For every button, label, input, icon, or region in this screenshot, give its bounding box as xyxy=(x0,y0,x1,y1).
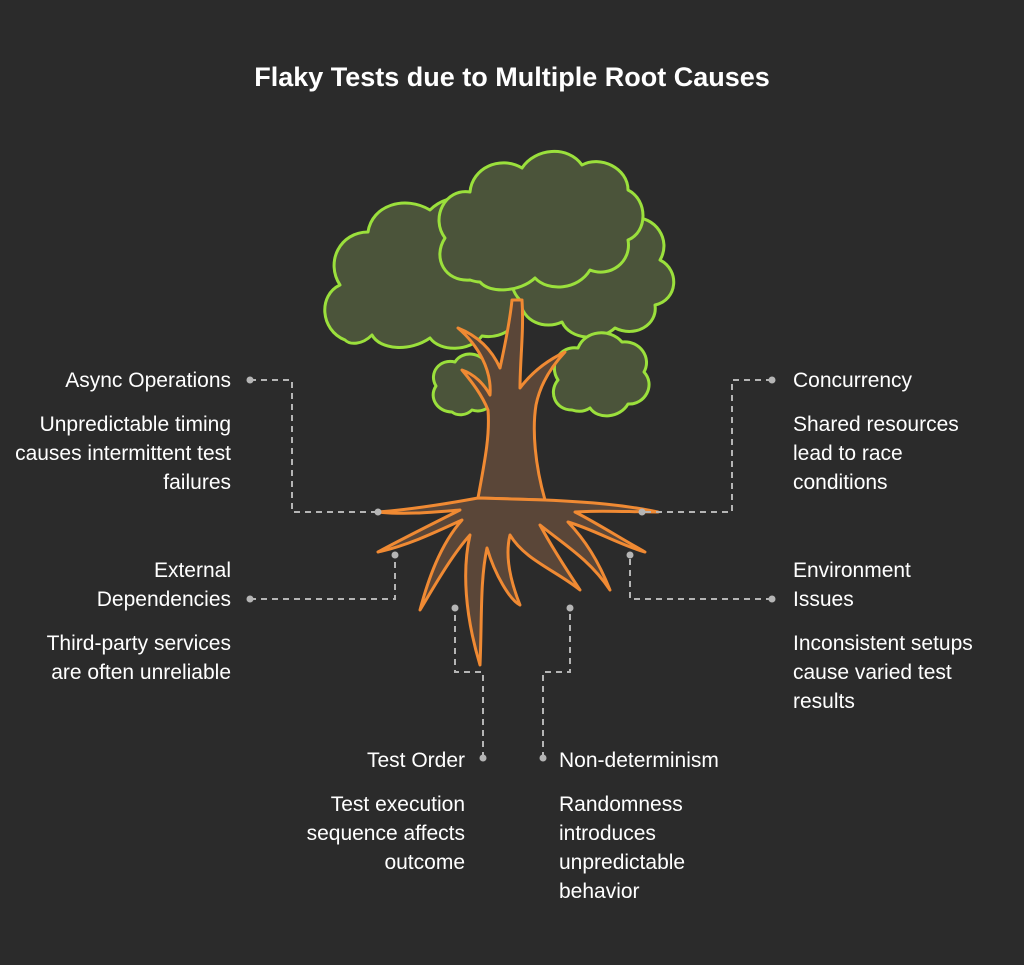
tree-trunk-roots xyxy=(376,298,660,667)
trunk xyxy=(456,298,567,502)
diagram-title: Flaky Tests due to Multiple Root Causes xyxy=(254,62,770,92)
cause-label-nondet: Non-determinism xyxy=(559,749,719,772)
connector-nondet xyxy=(542,608,571,758)
cause-description-concurrency: Shared resources lead to race conditions xyxy=(793,413,959,494)
cause-label-external: External Dependencies xyxy=(96,559,231,611)
cause-description-nondet: Randomness introduces unpredictable beha… xyxy=(559,793,686,903)
canopy-top-cluster xyxy=(437,150,645,292)
cause-label-order: Test Order xyxy=(366,749,465,772)
connector-order xyxy=(454,608,484,758)
connector-async xyxy=(250,379,378,513)
cause-label-concurrency: Concurrency xyxy=(793,369,913,392)
cause-description-async: Unpredictable timing causes intermittent… xyxy=(15,413,231,494)
connector-dots xyxy=(246,376,776,762)
cause-description-environment: Inconsistent setups cause varied test re… xyxy=(793,632,973,713)
canopy-right-small xyxy=(552,331,651,418)
connector-external xyxy=(250,555,396,600)
cause-label-async: Async Operations xyxy=(65,369,231,392)
cause-description-order: Test execution sequence affects outcome xyxy=(306,793,465,874)
connector-environment xyxy=(629,555,772,600)
cause-label-environment: Environment Issues xyxy=(793,559,911,611)
roots xyxy=(376,496,660,667)
connector-concurrency xyxy=(642,379,772,513)
connectors xyxy=(250,379,772,758)
cause-description-external: Third-party services are often unreliabl… xyxy=(46,632,231,684)
tree-canopy xyxy=(323,150,676,418)
